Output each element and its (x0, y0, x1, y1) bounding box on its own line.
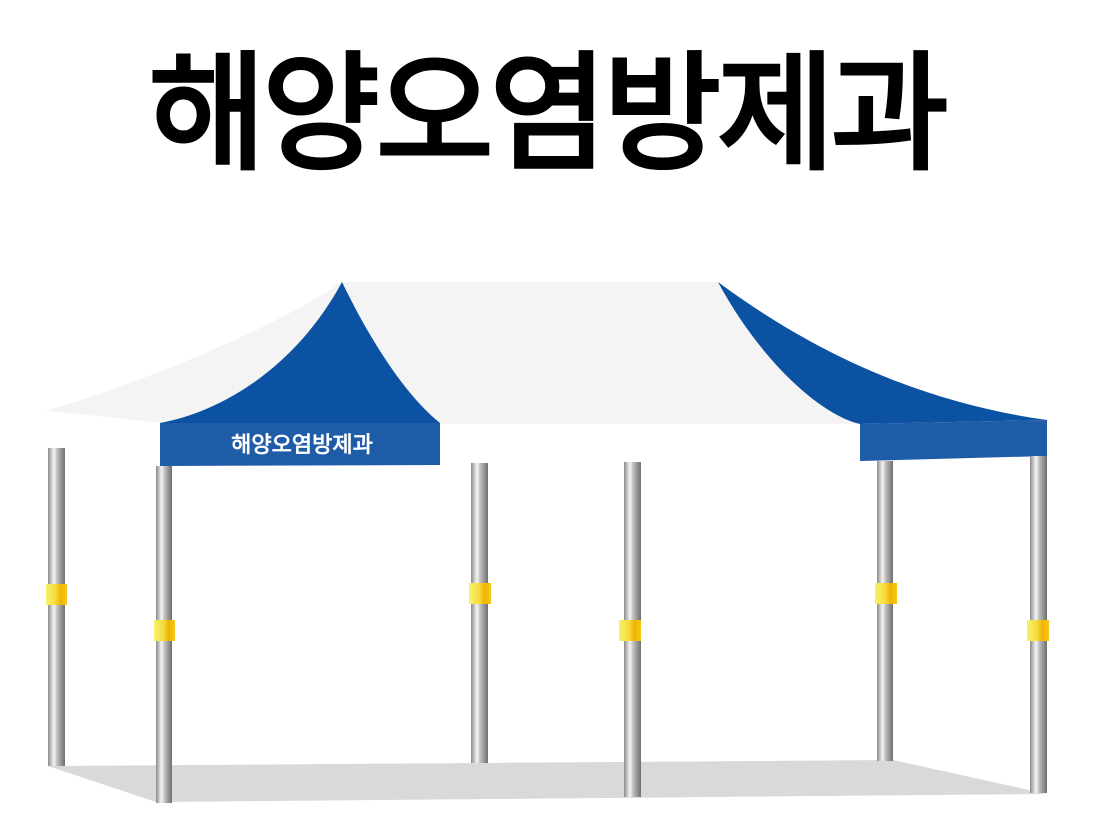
side-banner (860, 420, 1047, 461)
clamp (154, 620, 175, 641)
clamp (46, 584, 67, 605)
pole (48, 448, 65, 766)
clamp (875, 583, 897, 604)
pole-clamps (46, 583, 1049, 641)
pole (877, 461, 893, 761)
tent-poles (48, 448, 1047, 803)
canopy-left-peak (160, 282, 440, 423)
clamp (1027, 620, 1049, 641)
clamp (619, 620, 641, 641)
canopy-right-wing (718, 282, 1047, 424)
clamp (469, 583, 491, 604)
front-banner (160, 423, 440, 466)
page-title: 해양오염방제과 (148, 40, 948, 189)
banner-label: 해양오염방제과 (231, 433, 373, 458)
pole (471, 463, 488, 763)
ground-shadow (48, 760, 1047, 802)
